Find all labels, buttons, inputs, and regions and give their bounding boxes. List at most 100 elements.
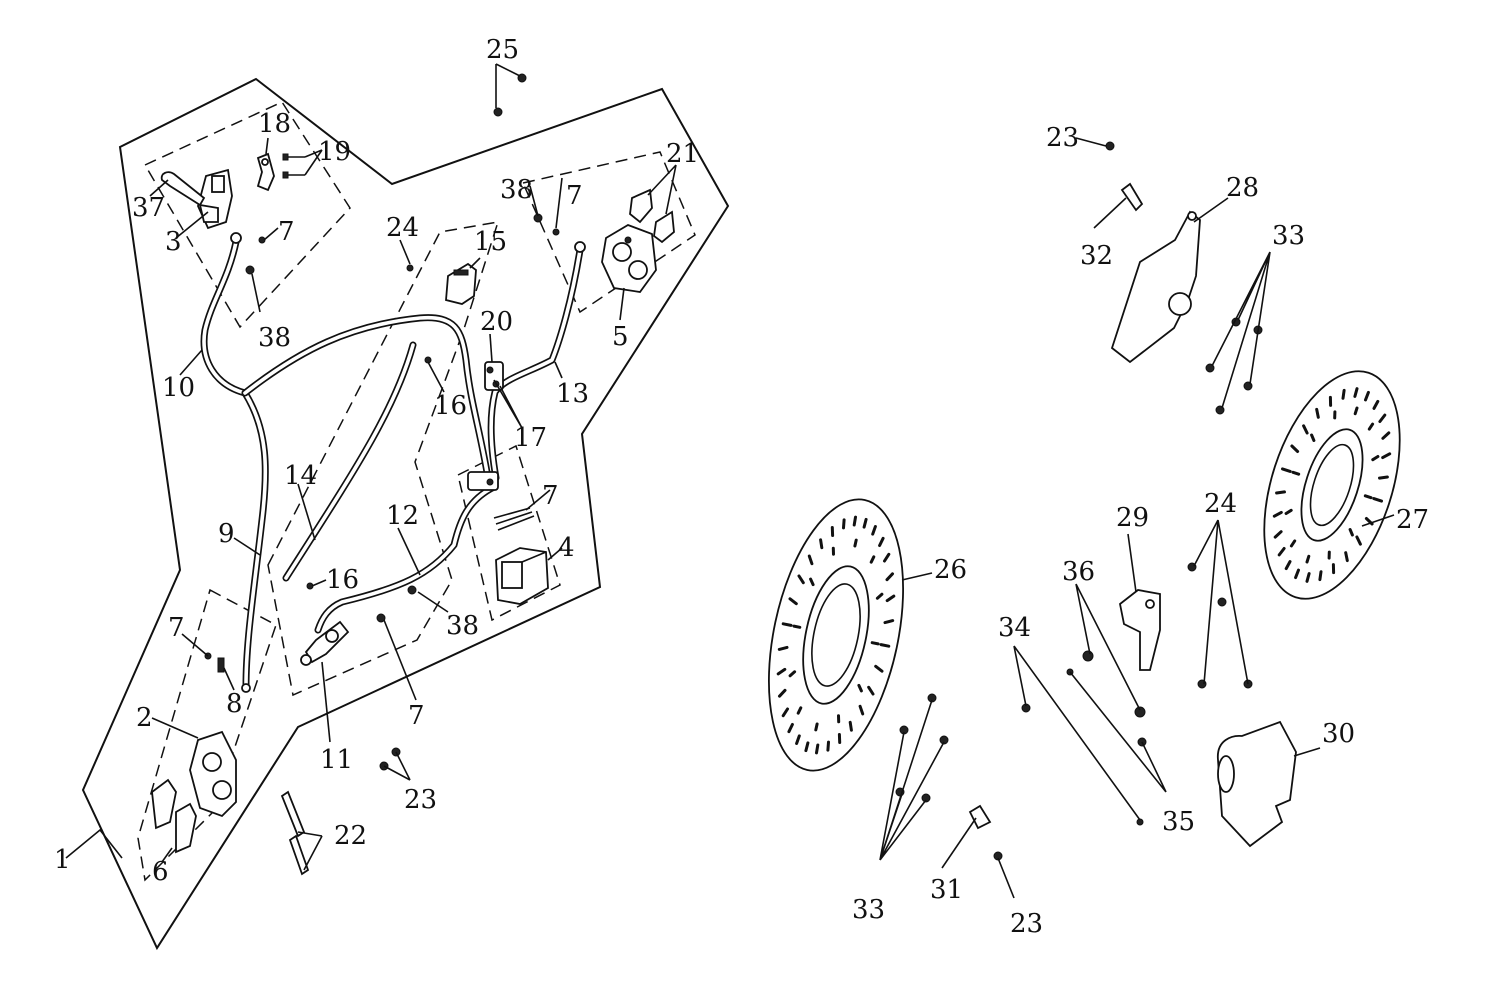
callout-3: 3 <box>165 227 182 257</box>
callout-30: 30 <box>1322 719 1355 749</box>
disc-slot <box>853 538 858 548</box>
disc-slot <box>809 577 815 587</box>
disc-slot <box>870 641 880 646</box>
bolt-part-32 <box>1120 182 1144 212</box>
disc-slot <box>781 707 789 718</box>
brake-hose-main-loop <box>241 314 492 482</box>
disc-slot <box>878 536 885 547</box>
disc-slot <box>815 743 820 755</box>
wheel-speed-sensor-part-30 <box>1217 720 1297 848</box>
callout-labels: 1 2 3 4 5 6 7 7 7 7 7 8 9 10 11 12 13 14… <box>54 35 1429 939</box>
callout-8: 8 <box>226 689 243 719</box>
disc-slot <box>788 670 797 678</box>
callout-2: 2 <box>136 703 153 733</box>
callout-23-a: 23 <box>404 785 437 815</box>
callout-7-a: 7 <box>278 217 295 247</box>
disc-slot <box>804 741 810 753</box>
callout-34: 34 <box>998 613 1031 643</box>
callout-38-b: 38 <box>500 175 533 205</box>
disc-slot <box>848 720 853 732</box>
brake-line-group-box <box>267 221 500 697</box>
brake-hose-10 <box>200 238 249 397</box>
callout-28: 28 <box>1226 173 1259 203</box>
sensor-bracket-part-28 <box>1110 210 1201 364</box>
disc-slot <box>814 722 819 732</box>
disc-slot <box>777 645 789 651</box>
disc-slot <box>874 664 884 673</box>
disc-slot <box>807 554 814 566</box>
disc-slot <box>1353 406 1359 416</box>
brake-hose-13 <box>487 246 584 482</box>
rear-master-cylinder-part-11 <box>300 620 350 666</box>
disc-slot <box>1353 387 1359 398</box>
master-cylinder-group-box <box>143 101 351 329</box>
disc-slot <box>1318 570 1323 582</box>
callout-14: 14 <box>284 461 317 491</box>
disc-slot <box>1305 572 1311 583</box>
callout-1: 1 <box>54 845 71 875</box>
leader-lines <box>65 63 1395 899</box>
bolts-part-22 <box>280 790 310 876</box>
disc-slot <box>788 597 798 606</box>
callout-37: 37 <box>132 193 165 223</box>
pin-part-8 <box>217 657 225 673</box>
disc-slot <box>1294 568 1300 580</box>
disc-slot <box>875 592 884 600</box>
disc-slot <box>1364 390 1370 402</box>
disc-slot <box>883 619 895 625</box>
callout-26: 26 <box>934 555 967 585</box>
front-brake-disc-part-26 <box>768 498 904 772</box>
disc-slot <box>778 688 787 698</box>
disc-slot <box>1273 530 1283 539</box>
bracket-part-18 <box>256 152 275 192</box>
callout-12: 12 <box>386 501 419 531</box>
disc-slot <box>883 552 891 563</box>
disc-slot <box>858 704 865 716</box>
rear-caliper-part-2 <box>189 730 237 818</box>
disc-slot <box>787 723 794 734</box>
callout-29: 29 <box>1116 503 1149 533</box>
disc-slot <box>1363 494 1373 500</box>
disc-slot <box>1341 388 1346 400</box>
callout-36: 36 <box>1062 557 1095 587</box>
callout-9: 9 <box>218 519 235 549</box>
disc-slot <box>885 594 896 603</box>
disc-slot <box>1348 528 1354 537</box>
callout-38-c: 38 <box>446 611 479 641</box>
disc-slot <box>879 643 891 648</box>
disc-slot <box>867 685 875 696</box>
callout-32: 32 <box>1080 241 1113 271</box>
brake-pads-part-6 <box>151 778 197 854</box>
abs-unit-part-4 <box>495 547 549 605</box>
disc-slot <box>1372 399 1380 410</box>
callout-6: 6 <box>152 857 169 887</box>
rear-caliper-group-box <box>137 588 277 882</box>
callout-31: 31 <box>930 875 963 905</box>
callout-35: 35 <box>1162 807 1195 837</box>
callout-25: 25 <box>486 35 519 65</box>
brake-lever-part-37 <box>160 171 206 207</box>
callout-18: 18 <box>258 109 291 139</box>
disc-slot <box>776 667 787 676</box>
sensor-part-31 <box>968 804 992 830</box>
disc-slot <box>1289 539 1297 548</box>
hose-fitting-9-end <box>241 683 251 693</box>
disc-slot <box>871 525 877 536</box>
callout-13: 13 <box>556 379 589 409</box>
disc-slot <box>796 706 803 715</box>
callout-16-a: 16 <box>434 391 467 421</box>
disc-slot <box>1275 490 1286 495</box>
abs-module-group-box <box>457 444 561 622</box>
bolts-part-19 <box>282 153 305 179</box>
bracket-part-29 <box>1119 589 1161 671</box>
callout-7-d: 7 <box>168 613 185 643</box>
callout-17: 17 <box>514 423 547 453</box>
callout-24-a: 24 <box>386 213 419 243</box>
brake-pads-part-21 <box>629 188 675 244</box>
disc-slot <box>1272 510 1283 518</box>
brake-system-assembly-outline <box>81 77 730 951</box>
callout-33-a: 33 <box>1272 221 1305 251</box>
disc-slot <box>819 538 824 550</box>
module-part-15 <box>445 262 477 305</box>
callout-10: 10 <box>162 373 195 403</box>
